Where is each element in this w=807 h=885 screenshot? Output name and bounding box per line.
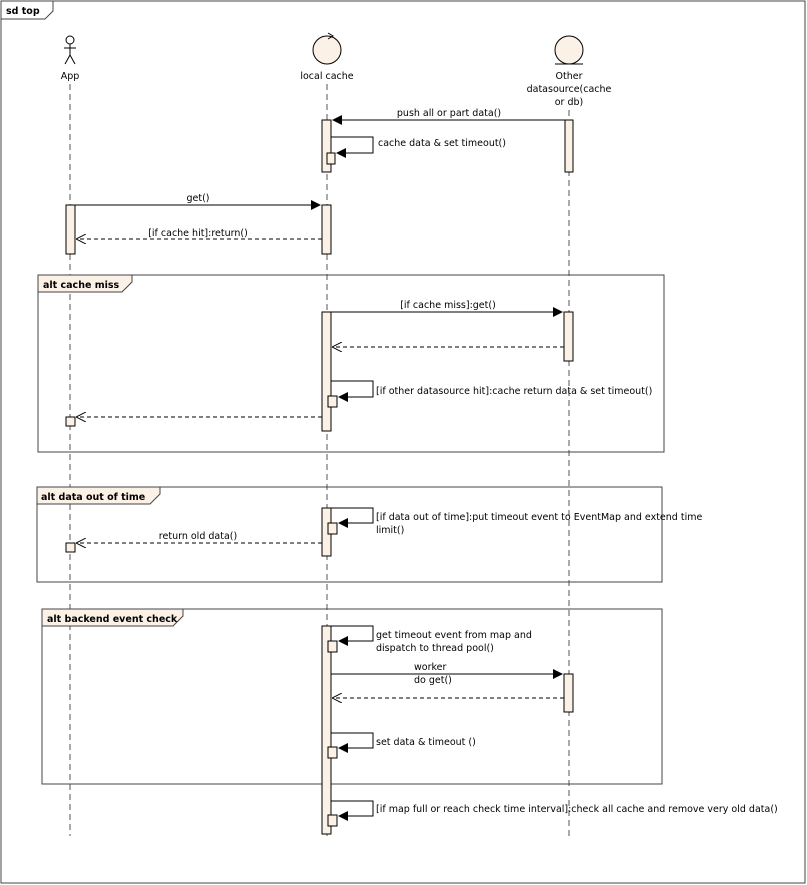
message-set-data: set data & timeout () xyxy=(376,737,476,748)
participant-other-line1: Other xyxy=(556,71,583,82)
fragment-backend-check-label: alt backend event check xyxy=(47,614,178,625)
self-message-arrow xyxy=(331,507,374,528)
activation-bar xyxy=(321,119,332,173)
activation-bar xyxy=(65,542,76,553)
self-message-arrow xyxy=(331,380,374,402)
entity-icon xyxy=(554,35,584,65)
message-cache-set: cache data & set timeout() xyxy=(378,138,506,149)
message-cache-hit-return: [if cache hit]:return() xyxy=(148,228,248,239)
self-message-arrow xyxy=(331,800,374,821)
self-message-arrow xyxy=(331,732,374,753)
message-worker-line2: do get() xyxy=(414,675,452,686)
message-map-full: [if map full or reach check time interva… xyxy=(376,804,778,815)
message-return-old: return old data() xyxy=(159,531,237,542)
control-icon xyxy=(312,32,342,65)
message-cache-miss-get: [if cache miss]:get() xyxy=(400,300,496,311)
message-timeout-event-line1: get timeout event from map and xyxy=(376,630,532,641)
frame-title: sd top xyxy=(6,6,40,17)
fragment-out-of-time: alt data out of time xyxy=(36,486,663,583)
participant-local-cache: local cache xyxy=(300,71,353,82)
self-message-arrow xyxy=(331,625,374,646)
activation-bar xyxy=(321,204,332,255)
activation-bar xyxy=(321,625,332,835)
message-other-hit: [if other datasource hit]:cache return d… xyxy=(376,386,652,397)
fragment-out-of-time-label: alt data out of time xyxy=(41,492,145,503)
activation-bar xyxy=(326,152,336,165)
activation-bar xyxy=(327,522,338,535)
self-message-arrow xyxy=(331,136,374,158)
message-timeout-event-line2: dispatch to thread pool() xyxy=(376,643,494,654)
fragment-cache-miss: alt cache miss xyxy=(37,274,665,453)
fragment-cache-miss-label: alt cache miss xyxy=(43,280,120,291)
participant-other-line2: datasource(cache xyxy=(527,84,612,95)
fragment-backend-check: alt backend event check xyxy=(41,608,663,785)
message-push: push all or part data() xyxy=(397,108,501,119)
activation-bar xyxy=(327,395,338,408)
activation-bar xyxy=(564,119,574,173)
participant-app: App xyxy=(61,71,80,82)
message-out-of-time-line1: [if data out of time]:put timeout event … xyxy=(376,512,702,523)
activation-bar xyxy=(327,746,338,759)
app-actor-icon xyxy=(64,35,76,65)
message-out-of-time-line2: limit() xyxy=(376,525,404,536)
activation-bar xyxy=(65,416,76,427)
activation-bar xyxy=(327,640,338,653)
participant-other-line3: or db) xyxy=(555,97,584,108)
activation-bar xyxy=(321,311,332,432)
activation-bar xyxy=(65,204,76,255)
message-get: get() xyxy=(186,193,209,204)
message-worker-line1: worker xyxy=(414,662,446,673)
activation-bar xyxy=(563,673,574,713)
activation-bar xyxy=(563,311,574,362)
activation-bar xyxy=(327,814,338,827)
